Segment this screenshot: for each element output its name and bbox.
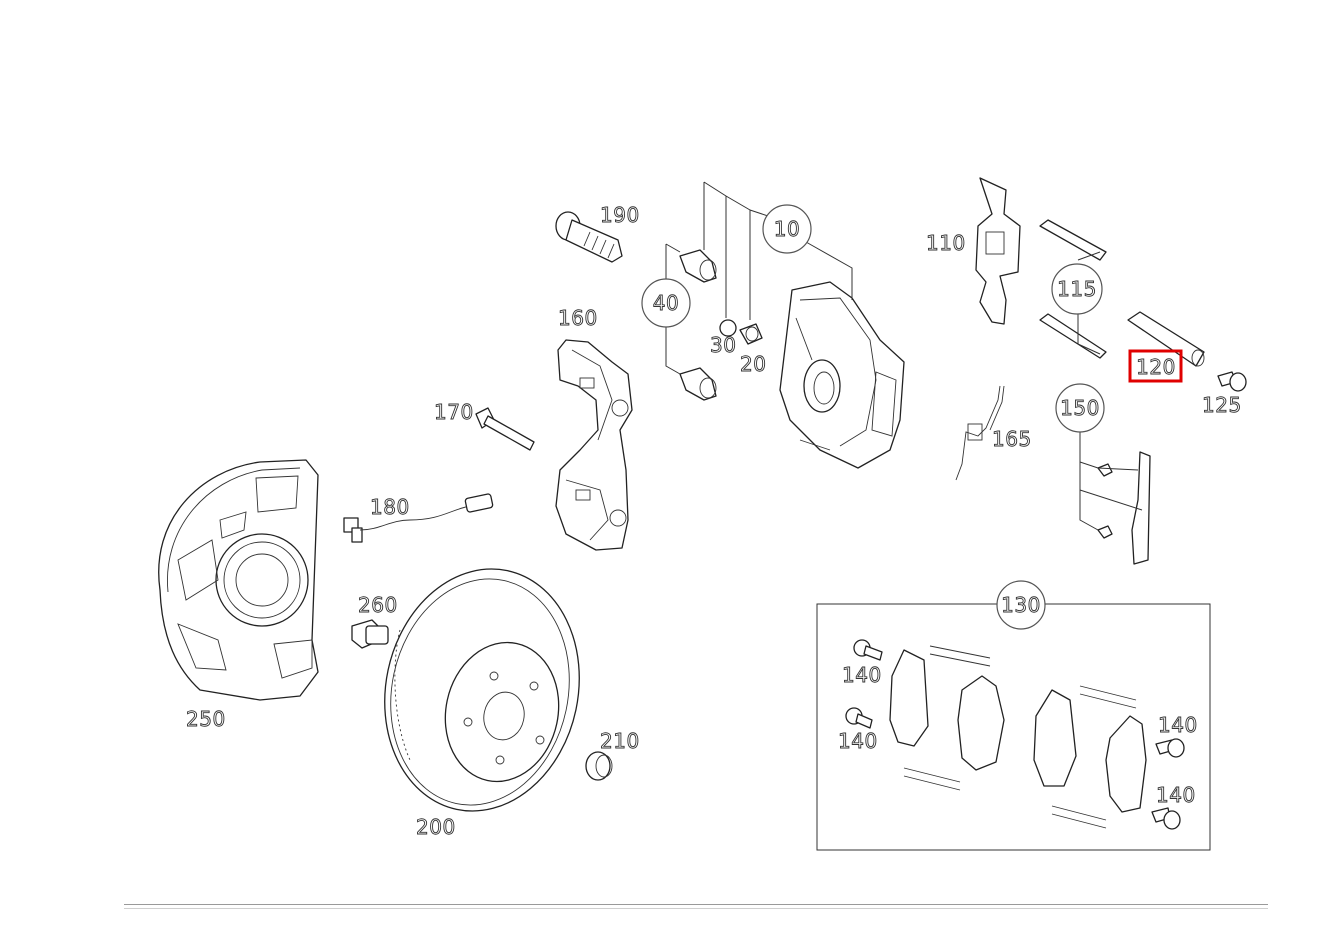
bolt-125-part[interactable]	[1217, 371, 1247, 392]
callout-10[interactable]: 10	[762, 204, 812, 254]
brake-pad-right-part[interactable]	[1033, 685, 1147, 829]
nut-210-part[interactable]	[585, 751, 613, 781]
brake-shield-part[interactable]	[158, 459, 319, 701]
label-200[interactable]: 200	[416, 815, 456, 840]
callout-130[interactable]: 130	[996, 580, 1046, 630]
label-140-c[interactable]: 140	[1158, 713, 1198, 738]
caliper-bracket-160-part[interactable]	[555, 339, 633, 551]
bolt-140-d-part[interactable]	[1151, 807, 1181, 830]
label-20[interactable]: 20	[740, 352, 767, 377]
label-30[interactable]: 30	[710, 333, 737, 358]
bolt-140-b-part[interactable]	[845, 707, 873, 729]
pad-kit-130-box	[816, 603, 1211, 851]
label-250[interactable]: 250	[186, 707, 226, 732]
spring-110-part[interactable]	[975, 177, 1021, 325]
guide-pin-40-upper-part[interactable]	[679, 249, 717, 283]
callout-40[interactable]: 40	[641, 278, 691, 328]
bolt-140-a-part[interactable]	[853, 639, 883, 661]
label-165[interactable]: 165	[992, 427, 1032, 452]
bolt-170-part[interactable]	[475, 407, 535, 451]
label-125[interactable]: 125	[1202, 393, 1242, 418]
label-120-highlighted[interactable]: 120	[1128, 349, 1183, 383]
brake-pad-left-outer-part[interactable]	[889, 645, 1005, 791]
wear-sensor-180-part[interactable]	[343, 493, 494, 543]
label-170[interactable]: 170	[434, 400, 474, 425]
label-140-a[interactable]: 140	[842, 663, 882, 688]
label-140-b[interactable]: 140	[838, 729, 878, 754]
brake-caliper-10-part[interactable]	[779, 281, 905, 469]
pin-115-lower-part[interactable]	[1039, 313, 1107, 359]
pin-115-upper-part[interactable]	[1039, 219, 1107, 261]
label-180[interactable]: 180	[370, 495, 410, 520]
wire-165-part[interactable]	[955, 385, 1005, 481]
callout-150[interactable]: 150	[1055, 383, 1105, 433]
callout-115-text: 115	[1057, 277, 1097, 301]
callout-10-text: 10	[774, 217, 800, 241]
bolt-140-c-part[interactable]	[1155, 738, 1185, 758]
label-120: 120	[1136, 355, 1176, 379]
bolt-260-part[interactable]	[351, 619, 389, 649]
bleed-screw-20-part[interactable]	[739, 323, 763, 345]
label-140-d[interactable]: 140	[1156, 783, 1196, 808]
footer-divider	[124, 904, 1268, 909]
plate-150-part[interactable]	[1097, 451, 1151, 565]
callout-130-text: 130	[1001, 593, 1041, 617]
leader-lines	[665, 181, 1143, 531]
label-190[interactable]: 190	[600, 203, 640, 228]
label-210[interactable]: 210	[600, 729, 640, 754]
callout-115[interactable]: 115	[1051, 263, 1103, 315]
cap-30-part[interactable]	[719, 319, 737, 337]
callout-40-text: 40	[653, 291, 679, 315]
label-160[interactable]: 160	[558, 306, 598, 331]
bolt-190-part[interactable]	[555, 211, 623, 263]
label-260[interactable]: 260	[358, 593, 398, 618]
brake-disc-part[interactable]	[363, 551, 602, 830]
guide-pin-40-lower-part[interactable]	[679, 367, 717, 401]
label-110[interactable]: 110	[926, 231, 966, 256]
callout-150-text: 150	[1060, 396, 1100, 420]
